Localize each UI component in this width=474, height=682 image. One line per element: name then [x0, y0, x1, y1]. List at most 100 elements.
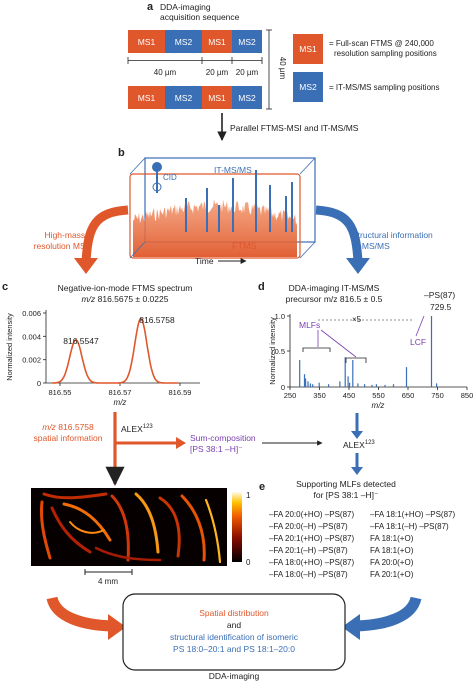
- panel-a-letter: a: [147, 1, 154, 13]
- panel-d-title-1: DDA-imaging IT-MS/MS: [289, 283, 380, 293]
- tissue-signal-stripe: [62, 502, 112, 542]
- spatial-text-2: spatial information: [34, 433, 103, 443]
- d-xtick: 350: [313, 391, 326, 400]
- row1-cell-ms1: [128, 30, 165, 53]
- alex-label-c: ALEX123: [121, 424, 153, 434]
- c-ylabel: Normalized intensity: [5, 313, 14, 381]
- ps87-label-1: –PS(87): [424, 290, 455, 300]
- tissue-signal-stripe: [110, 494, 130, 562]
- blue-arrow-1-head: [351, 431, 363, 439]
- d-ytick: 1.0: [275, 312, 285, 321]
- panel-e-letter: e: [259, 481, 265, 493]
- row1-cell-ms2: [232, 30, 262, 53]
- panel-d: d DDA-imaging IT-MS/MS precursor m/z 816…: [258, 281, 473, 475]
- alex-label-d: ALEX123: [343, 440, 375, 450]
- tissue-signal-stripe: [50, 506, 92, 554]
- curved-arrow-left: [81, 205, 129, 263]
- panel-a-title-2: acquisition sequence: [160, 12, 240, 22]
- legend-ms2-swatch: [293, 72, 323, 102]
- mlf-pointers: [317, 329, 357, 358]
- mlf-item: –FA 18:0(+HO) –PS(87): [269, 558, 354, 567]
- d-xtick: 550: [372, 391, 385, 400]
- d-ytick: 0.5: [275, 347, 285, 356]
- itmsms-label: IT-MS/MS: [214, 165, 252, 175]
- panel-c: c Negative-ion-mode FTMS spectrum m/z 81…: [2, 281, 323, 586]
- bottom-arrow-right: [355, 596, 422, 632]
- mlf-item: –FA 20:0(–H) –PS(87): [269, 522, 348, 531]
- bottom-arrow-left: [46, 596, 113, 632]
- legend-ms2-label: MS2: [299, 82, 317, 92]
- curved-arrow-left-head: [74, 258, 98, 274]
- mlf-item: –FA 18:1(–H) –PS(87): [370, 522, 449, 531]
- c-xlabel: m/z: [114, 398, 127, 407]
- figure-caption: DDA-imaging: [209, 671, 260, 681]
- row2-cell-ms1: [128, 86, 165, 109]
- ps87-label-2: 729.5: [430, 302, 452, 312]
- colorbar-max: 1: [246, 491, 251, 500]
- row1-cell-ms1: [202, 30, 232, 53]
- row2-label: MS2: [175, 93, 193, 103]
- c-xtick: 816.59: [169, 388, 192, 397]
- panel-e-title-2: for [PS 38:1 –H]⁻: [314, 490, 379, 500]
- legend-ms1-text-1: = Full-scan FTMS @ 240,000: [329, 39, 434, 48]
- row2-cell-ms2: [232, 86, 262, 109]
- ftms-spectrum-area: [133, 199, 297, 257]
- panel-b-letter: b: [118, 147, 125, 159]
- d-xlabel: m/z: [372, 401, 385, 410]
- time-label: Time: [195, 256, 214, 266]
- bottom-summary: Spatial distribution and structural iden…: [46, 593, 422, 681]
- dimension-lines: [127, 29, 272, 110]
- row1-label: MS1: [138, 37, 156, 47]
- row2-cell-ms1: [202, 86, 232, 109]
- ion-image-tissue: [40, 492, 222, 564]
- row1-label: MS2: [175, 37, 193, 47]
- cid-collision-icon: [152, 182, 162, 192]
- mlf-list-col1: –FA 20:0(+HO) –PS(87) –FA 20:0(–H) –PS(8…: [269, 510, 354, 579]
- sequence-row-2: MS1 MS2 MS1 MS2: [128, 86, 262, 109]
- d-xtick: 650: [402, 391, 415, 400]
- panel-c-letter: c: [2, 281, 8, 293]
- tissue-signal-stripe: [94, 546, 162, 562]
- lcf-label: LCF: [410, 337, 426, 347]
- c-ytick: 0.006: [22, 309, 41, 318]
- summary-line-2: and: [227, 620, 241, 630]
- mlf-brackets: [302, 347, 367, 363]
- panel-d-letter: d: [258, 281, 265, 293]
- ftms-label: FTMS: [232, 241, 257, 251]
- legend-ms2-text: = IT-MS/MS sampling positions: [329, 83, 439, 92]
- d-xtick: 250: [284, 391, 297, 400]
- panel-c-title-1: Negative-ion-mode FTMS spectrum: [58, 283, 193, 293]
- itmsms-peaks: [185, 170, 293, 232]
- right-caption-1: Structural information: [352, 230, 433, 240]
- mlf-list-col2: –FA 18:1(+HO) –PS(87) –FA 18:1(–H) –PS(8…: [370, 510, 455, 579]
- ftms-front-box: [129, 173, 301, 259]
- d-ytick: 0: [281, 383, 285, 392]
- c-xtick: 816.55: [49, 388, 72, 397]
- dim-40um: 40 µm: [154, 68, 177, 77]
- c-ytick: 0.002: [22, 356, 41, 365]
- peak-label-2: 816.5758: [139, 315, 175, 325]
- tissue-signal-stripe: [40, 500, 52, 560]
- blue-arrow-2-head: [351, 467, 363, 475]
- panel-a-title-1: DDA-imaging: [160, 2, 211, 12]
- summary-line-1: Spatial distribution: [199, 608, 269, 618]
- lcf-pointer: [415, 315, 425, 337]
- left-caption-1: High-mass-: [45, 230, 89, 240]
- d-xtick: 750: [431, 391, 444, 400]
- panel-d-title-2: precursor m/z 816.5 ± 0.5: [286, 294, 383, 304]
- tissue-signal-stripe: [42, 492, 108, 500]
- dim-20um-a: 20 µm: [206, 68, 229, 77]
- dim-vertical-40um: 40 µm: [278, 57, 287, 80]
- panel-e: e Supporting MLFs detected for [PS 38:1 …: [259, 479, 455, 579]
- peak-label-1: 816.5547: [63, 336, 99, 346]
- colorbar: [232, 492, 242, 562]
- ftms-spectrum-curve: [52, 317, 179, 384]
- row1-cell-ms2: [165, 30, 202, 53]
- colorbar-min: 0: [246, 558, 251, 567]
- legend: MS1 = Full-scan FTMS @ 240,000 resolutio…: [293, 34, 439, 102]
- row2-label: MS1: [138, 93, 156, 103]
- msms-peaks: [299, 316, 438, 387]
- mlf-item: –FA 18:1(+HO) –PS(87): [370, 510, 455, 519]
